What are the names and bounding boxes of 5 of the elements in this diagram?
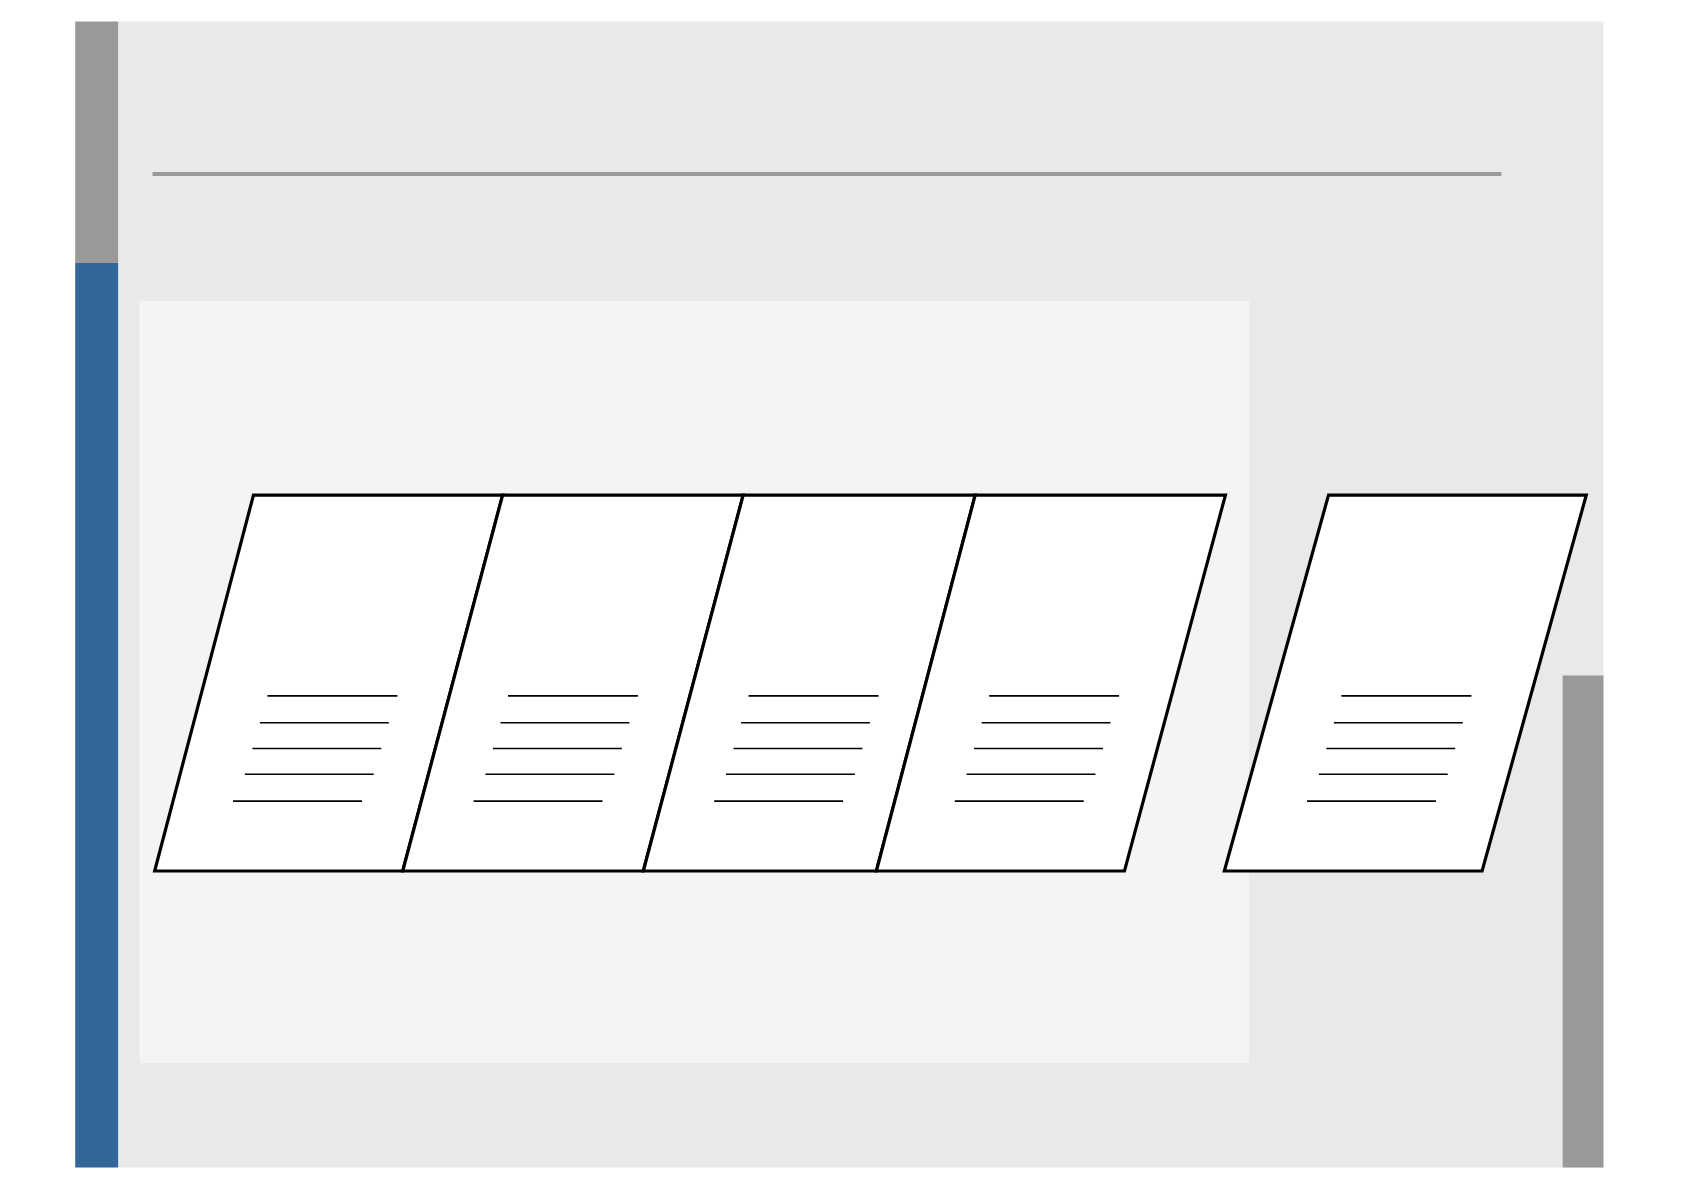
side-bar	[75, 263, 119, 1168]
side-bar	[1562, 675, 1604, 1168]
document-shape	[874, 493, 1228, 873]
side-bar	[75, 21, 119, 264]
document-shape	[1222, 493, 1589, 873]
